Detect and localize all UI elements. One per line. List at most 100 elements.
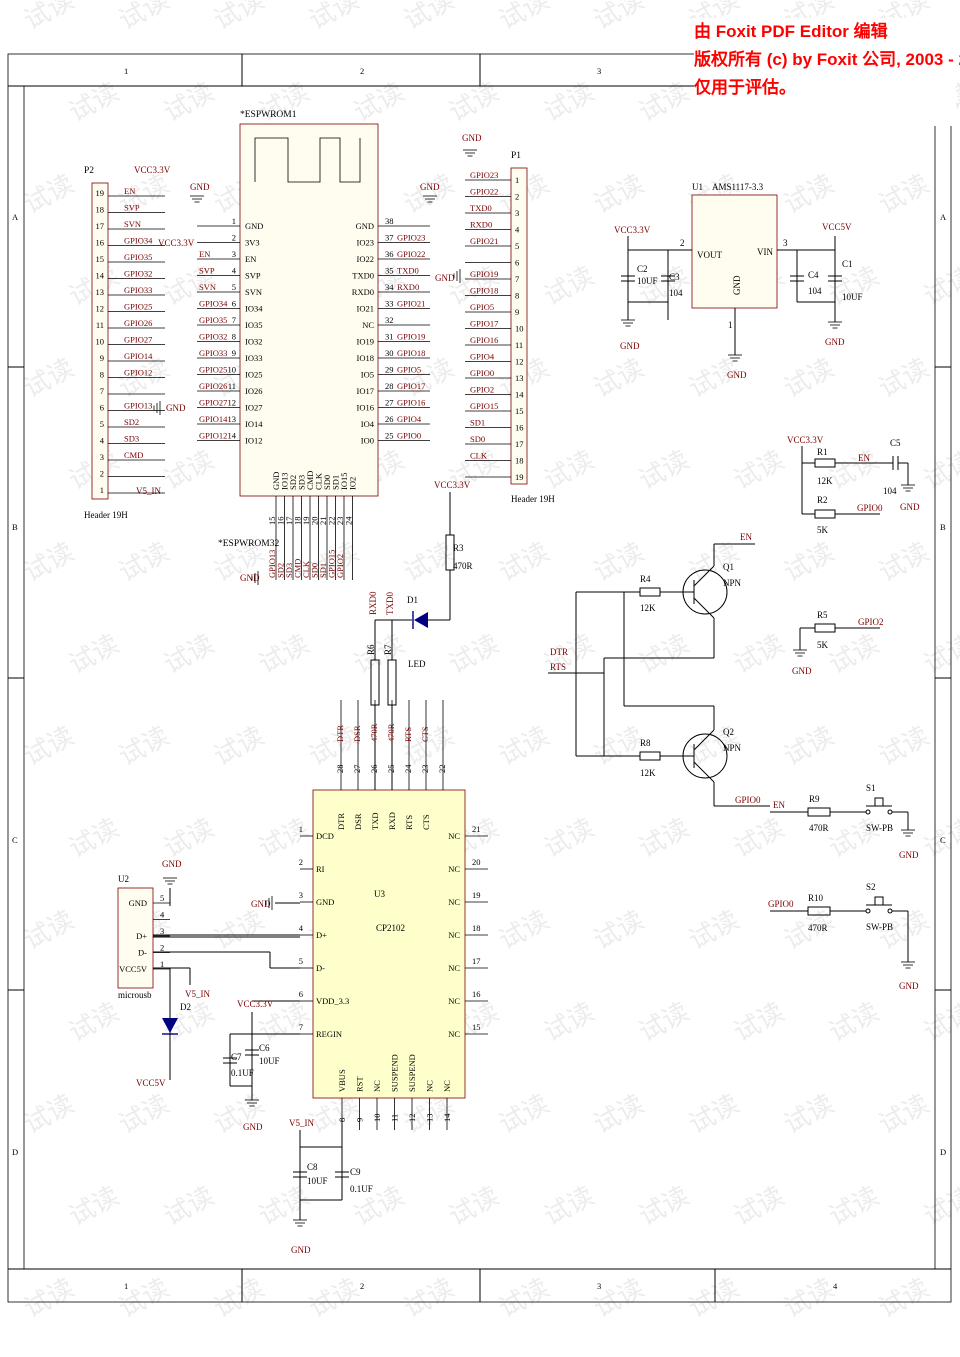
cp-pin-name: NC xyxy=(448,897,460,907)
u3-ref: U3 xyxy=(374,889,385,899)
watermark-text: 试读 xyxy=(919,1181,960,1232)
watermark-text: 试读 xyxy=(444,77,504,128)
esp-pin-name: IO21 xyxy=(357,304,374,314)
watermark-text: 试读 xyxy=(729,997,789,1048)
esp-pin-name: IO34 xyxy=(245,304,263,314)
p1-net-label: GPIO18 xyxy=(470,286,498,296)
c2-val: 10UF xyxy=(637,276,658,286)
s2-ref: S2 xyxy=(866,882,876,892)
usb-pin-name: GND xyxy=(129,898,147,908)
ground-symbol xyxy=(423,195,437,203)
banner-line-3: 仅用于评估。 xyxy=(694,78,796,97)
esp-net-label: SVN xyxy=(199,282,216,292)
watermark-text: 试读 xyxy=(64,813,124,864)
esp-pin-num: 7 xyxy=(232,315,236,325)
p1-pin-num: 19 xyxy=(515,472,524,482)
rts-net: RTS xyxy=(550,662,566,672)
usb-pin-num: 1 xyxy=(160,959,164,969)
cp-pin-name: SUSPEND xyxy=(407,1054,417,1092)
esp-pin-num: 19 xyxy=(301,517,311,526)
watermark-text: 试读 xyxy=(539,77,599,128)
cp-pin-name: D+ xyxy=(316,930,327,940)
esp-net-label: TXD0 xyxy=(397,266,419,276)
watermark-text: 试读 xyxy=(19,1089,79,1140)
r5-ref: R5 xyxy=(817,610,828,620)
p1-net-label: GPIO17 xyxy=(470,319,498,329)
esp-pin-num: 5 xyxy=(232,282,236,292)
editor-banner: 由 Foxit PDF Editor 编辑 版权所有 (c) by Foxit … xyxy=(694,18,960,126)
cp-pin-num: 16 xyxy=(472,989,481,999)
gnd-usb: GND xyxy=(162,859,182,869)
c4-val: 104 xyxy=(808,286,822,296)
watermark-text: 试读 xyxy=(159,629,219,680)
watermark-text: 试读 xyxy=(824,629,884,680)
c3-val: 104 xyxy=(669,288,683,298)
esp-pin-num: 33 xyxy=(385,299,394,309)
r4-ref: R4 xyxy=(640,574,651,584)
p2-net-label: GPIO35 xyxy=(124,252,152,262)
watermark-text: 试读 xyxy=(779,1273,839,1324)
watermark-text: 试读 xyxy=(919,629,960,680)
esp-pin-name: IO17 xyxy=(357,386,374,396)
watermark-text: 试读 xyxy=(779,1089,839,1140)
p2-footer: Header 19H xyxy=(84,510,128,520)
watermark-text: 试读 xyxy=(349,77,409,128)
p2-pin-num: 6 xyxy=(100,403,104,413)
esp-net-label: GPIO18 xyxy=(397,348,425,358)
watermark-text: 试读 xyxy=(19,353,79,404)
esp-pin-num: 37 xyxy=(385,233,394,243)
esp-pin-name: IO19 xyxy=(357,337,374,347)
cp-pin-num: 26 xyxy=(369,765,379,774)
esp-pin-name: IO35 xyxy=(245,320,262,330)
watermark-text: 试读 xyxy=(494,537,554,588)
frame-col-top: 2 xyxy=(360,66,364,76)
u3-part: CP2102 xyxy=(376,923,405,933)
esp-pin-num: 35 xyxy=(385,266,394,276)
esp-ref2: *ESPWROM32 xyxy=(218,539,279,549)
watermark-text: 试读 xyxy=(634,997,694,1048)
watermark-text: 试读 xyxy=(824,445,884,496)
esp-pin-name: IO23 xyxy=(357,238,374,248)
p1-net-label: GPIO23 xyxy=(470,170,498,180)
cp-pin-num: 4 xyxy=(299,923,304,933)
ground-symbol xyxy=(901,961,915,969)
p1-pin-num: 7 xyxy=(515,274,519,284)
esp-pin-name: IO26 xyxy=(245,386,262,396)
cp-pin-num: 18 xyxy=(472,923,481,933)
watermark-text: 试读 xyxy=(634,813,694,864)
esp-pin-num: 12 xyxy=(228,398,237,408)
r10-val: 470R xyxy=(808,923,828,933)
watermark-text: 试读 xyxy=(19,0,79,36)
watermark-layer: 试读试读试读试读试读试读试读试读试读试读试读试读试读试读试读试读试读试读试读试读… xyxy=(19,0,960,1324)
cp-pin-name: NC xyxy=(448,930,460,940)
p2-pin-num: 13 xyxy=(96,287,105,297)
watermark-text: 试读 xyxy=(729,1181,789,1232)
gpio0-net-rc: GPIO0 xyxy=(857,503,883,513)
cp-pin-name: NC xyxy=(448,996,460,1006)
ground-symbol xyxy=(190,195,204,203)
cp-pin-num: 7 xyxy=(299,1022,303,1032)
r6-ref: R6 xyxy=(366,644,376,655)
esp-power-labels: VCC3.3V GND VCC3.3V GND GND GND GND V5_I… xyxy=(134,133,482,583)
frame-row-right: B xyxy=(940,522,946,532)
watermark-text: 试读 xyxy=(874,169,934,220)
esp-pin-name: GND xyxy=(271,472,281,490)
watermark-text: 试读 xyxy=(114,721,174,772)
vcc5-usb: VCC5V xyxy=(136,1078,166,1088)
cp-pin-name: NC xyxy=(372,1080,382,1092)
vcc33-esp: VCC3.3V xyxy=(158,238,195,248)
p2-pin-num: 17 xyxy=(96,221,105,231)
u1-gnd: GND xyxy=(732,275,742,295)
gnd-p2-7: GND xyxy=(166,403,186,413)
p1-net-label: GPIO2 xyxy=(470,385,494,395)
gnd-rc: GND xyxy=(900,502,920,512)
watermark-text: 试读 xyxy=(19,169,79,220)
esp-pin-name: IO13 xyxy=(280,473,290,490)
header-p1: P1 Header 19H 1GPIO232GPIO223TXD04RXD05G… xyxy=(465,151,555,504)
p2-net-label: GPIO34 xyxy=(124,236,153,246)
esp-pin-name: SD1 xyxy=(331,475,341,490)
esp-net-label: GPIO27 xyxy=(199,398,227,408)
d2-ref: D2 xyxy=(180,1002,191,1012)
c6-val: 10UF xyxy=(259,1056,280,1066)
